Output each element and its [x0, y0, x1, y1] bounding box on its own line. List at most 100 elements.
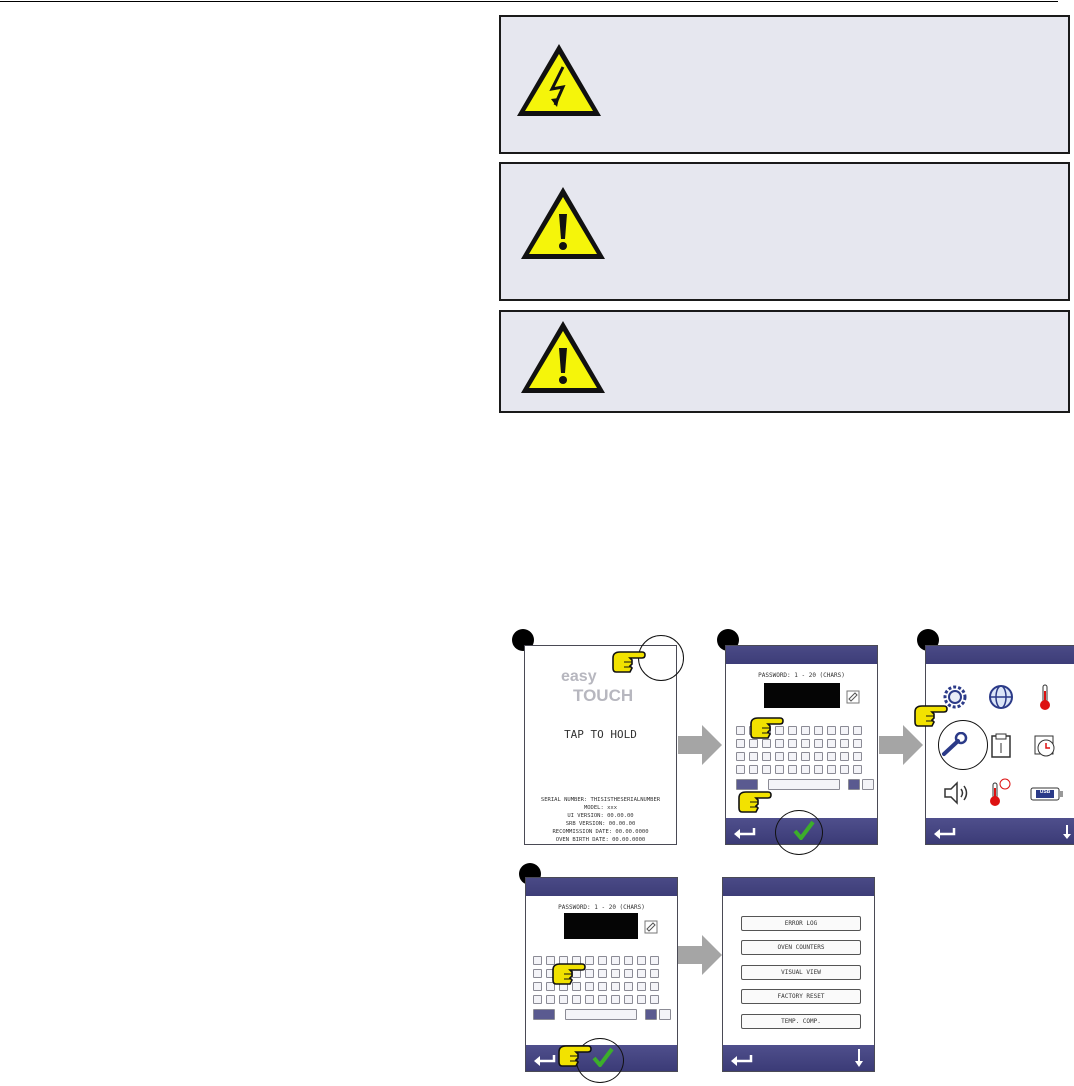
key-j[interactable] [814, 752, 823, 761]
key-j[interactable] [611, 982, 620, 991]
key-9[interactable] [637, 956, 646, 965]
key-i[interactable] [624, 969, 633, 978]
key-0[interactable] [853, 726, 862, 735]
key-7[interactable] [611, 956, 620, 965]
key-e[interactable] [762, 739, 771, 748]
key-comma[interactable] [827, 765, 836, 774]
key-a[interactable] [736, 752, 745, 761]
key-m[interactable] [814, 765, 823, 774]
oven-counters-button[interactable]: OVEN COUNTERS [741, 940, 861, 955]
key-q[interactable] [736, 739, 745, 748]
key-w[interactable] [749, 739, 758, 748]
key-l[interactable] [840, 752, 849, 761]
down-arrow-icon[interactable] [1062, 824, 1072, 840]
key-2[interactable] [546, 956, 555, 965]
key-semicolon[interactable] [853, 752, 862, 761]
key-7[interactable] [814, 726, 823, 735]
key-g[interactable] [585, 982, 594, 991]
password-field[interactable] [564, 913, 638, 939]
thermometer-icon[interactable] [1038, 683, 1052, 711]
key-g[interactable] [788, 752, 797, 761]
password-field[interactable] [764, 683, 840, 708]
key-6[interactable] [801, 726, 810, 735]
key-y[interactable] [598, 969, 607, 978]
key-1[interactable] [736, 726, 745, 735]
key-h[interactable] [598, 982, 607, 991]
temp-clock-icon[interactable] [988, 777, 1012, 807]
key-a[interactable] [533, 982, 542, 991]
key-d[interactable] [762, 752, 771, 761]
key-c[interactable] [762, 765, 771, 774]
usb-icon[interactable] [1030, 786, 1064, 802]
key-s[interactable] [546, 982, 555, 991]
key-r[interactable] [775, 739, 784, 748]
key-u[interactable] [814, 739, 823, 748]
tap-to-hold-text[interactable]: TAP TO HOLD [564, 728, 637, 741]
error-log-button[interactable]: ERROR LOG [741, 916, 861, 931]
manual-icon[interactable] [990, 733, 1012, 759]
back-arrow-icon[interactable] [729, 1053, 753, 1067]
key-f[interactable] [775, 752, 784, 761]
key-p[interactable] [650, 969, 659, 978]
back-arrow-icon[interactable] [532, 1053, 556, 1067]
key-b[interactable] [788, 765, 797, 774]
key-5[interactable] [788, 726, 797, 735]
key-h[interactable] [801, 752, 810, 761]
shift-key[interactable] [736, 779, 758, 790]
key-period[interactable] [840, 765, 849, 774]
key-q[interactable] [533, 969, 542, 978]
key-k[interactable] [624, 982, 633, 991]
key-v[interactable] [775, 765, 784, 774]
key-o[interactable] [840, 739, 849, 748]
key-9[interactable] [840, 726, 849, 735]
back-arrow-icon[interactable] [932, 826, 956, 840]
key-o[interactable] [637, 969, 646, 978]
key-8[interactable] [624, 956, 633, 965]
key-x[interactable] [546, 995, 555, 1004]
globe-icon[interactable] [988, 684, 1014, 710]
shift-key[interactable] [533, 1009, 555, 1020]
key-m[interactable] [611, 995, 620, 1004]
key-t[interactable] [788, 739, 797, 748]
backspace-key[interactable] [645, 1009, 657, 1020]
key-t[interactable] [585, 969, 594, 978]
key-f[interactable] [572, 982, 581, 991]
key-5[interactable] [585, 956, 594, 965]
enter-key[interactable] [862, 779, 874, 790]
key-4[interactable] [775, 726, 784, 735]
key-l[interactable] [637, 982, 646, 991]
backspace-key[interactable] [848, 779, 860, 790]
key-n[interactable] [801, 765, 810, 774]
key-z[interactable] [533, 995, 542, 1004]
key-z[interactable] [736, 765, 745, 774]
key-1[interactable] [533, 956, 542, 965]
key-c[interactable] [559, 995, 568, 1004]
key-b[interactable] [585, 995, 594, 1004]
space-bar[interactable] [768, 779, 840, 790]
key-6[interactable] [598, 956, 607, 965]
key-y[interactable] [801, 739, 810, 748]
gear-icon[interactable] [942, 684, 968, 710]
key-k[interactable] [827, 752, 836, 761]
key-v[interactable] [572, 995, 581, 1004]
key-comma[interactable] [624, 995, 633, 1004]
key-i[interactable] [827, 739, 836, 748]
key-n[interactable] [598, 995, 607, 1004]
key-question[interactable] [650, 995, 659, 1004]
speaker-icon[interactable] [942, 780, 970, 806]
key-question[interactable] [853, 765, 862, 774]
key-p[interactable] [853, 739, 862, 748]
space-bar[interactable] [565, 1009, 637, 1020]
visual-view-button[interactable]: VISUAL VIEW [741, 965, 861, 980]
clear-field-icon[interactable] [644, 920, 658, 934]
key-8[interactable] [827, 726, 836, 735]
temp-comp-button[interactable]: TEMP. COMP. [741, 1014, 861, 1029]
key-u[interactable] [611, 969, 620, 978]
key-semicolon[interactable] [650, 982, 659, 991]
enter-key[interactable] [659, 1009, 671, 1020]
key-s[interactable] [749, 752, 758, 761]
key-x[interactable] [749, 765, 758, 774]
key-0[interactable] [650, 956, 659, 965]
clear-field-icon[interactable] [846, 690, 860, 704]
key-period[interactable] [637, 995, 646, 1004]
